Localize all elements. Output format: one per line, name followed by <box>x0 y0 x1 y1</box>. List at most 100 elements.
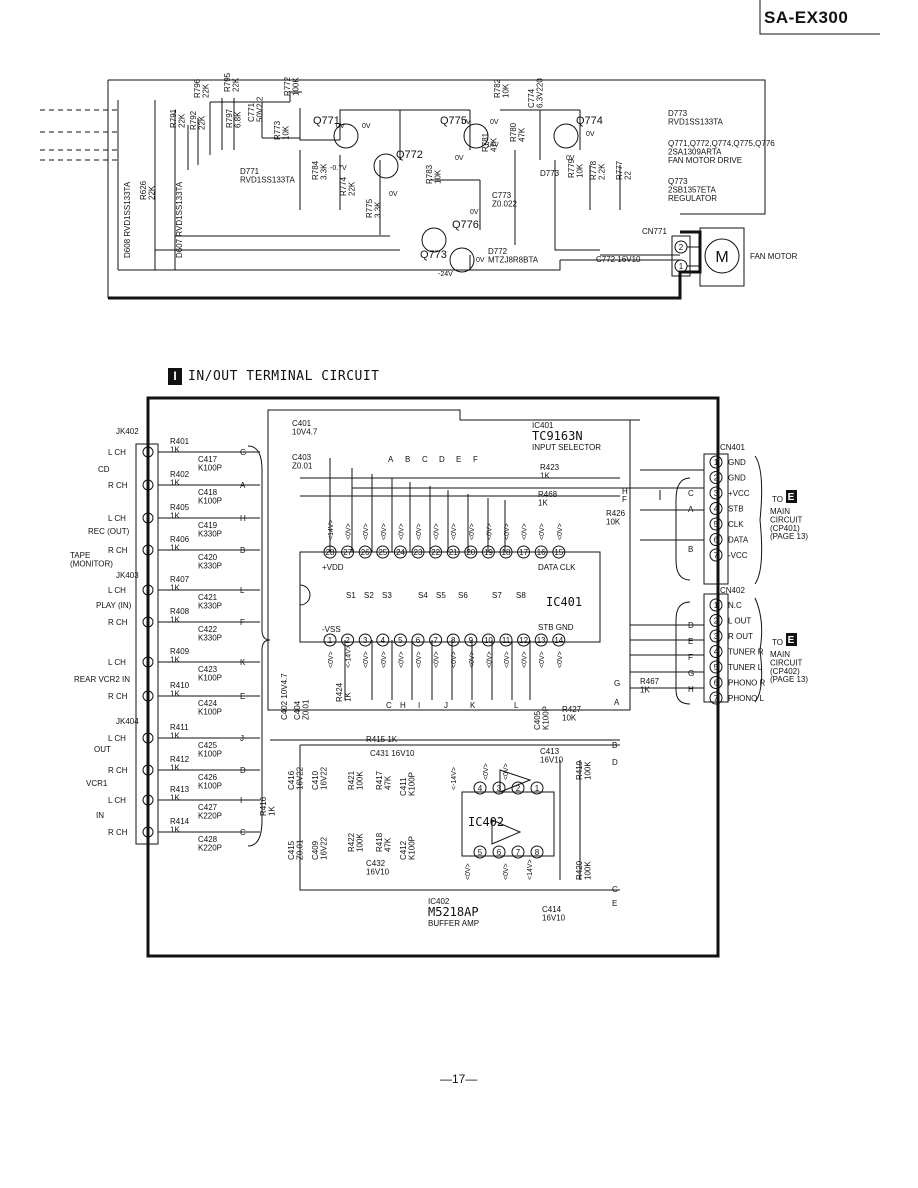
ic401-ref: IC401 <box>532 421 554 430</box>
ic401-capacitor: C402 10V4.7 <box>280 673 289 720</box>
top-frame <box>107 79 766 298</box>
top-capacitor: C77150V2.2 <box>247 96 264 122</box>
cn402-side-letter: H <box>688 685 694 694</box>
ic402-rail-label: <14V> <box>527 859 534 880</box>
ic402-capacitor: C415Z0.01 <box>287 839 304 860</box>
top-capacitor: C7746.3V220 <box>527 78 544 108</box>
ic401-rail-label: <0V> <box>522 523 529 540</box>
ic401-bottom-pin <box>376 633 390 647</box>
voltage-label: -14V <box>484 142 499 149</box>
cn401-pin-name: +VCC <box>728 489 750 498</box>
fan-motor-circuit <box>40 79 766 300</box>
ic402-pin-number: 4 <box>478 784 483 793</box>
jack-channel-label: R CH <box>108 618 128 627</box>
jack-bus-letter: C <box>240 828 246 837</box>
cn401-pin-number: 2 <box>714 474 719 483</box>
ic401-bottom-pin <box>393 633 407 647</box>
ic401-bottom-pin <box>552 633 566 647</box>
jack-bus-letter: I <box>240 796 242 805</box>
ic401-rail-label: <0V> <box>434 651 441 668</box>
ic402-bus-letter: E <box>612 899 617 908</box>
ic402-pin <box>530 781 544 795</box>
cn402-pin-number: 7 <box>714 694 719 703</box>
transistor-label: Q771 <box>313 115 340 127</box>
ic401-top-pin-number: 23 <box>414 548 423 557</box>
ic401-bottom-pin-number: 13 <box>537 636 546 645</box>
ic401-bottom-pin-number: 2 <box>345 636 350 645</box>
cn401-pin <box>709 455 723 469</box>
ic402-pin-number: 6 <box>497 848 502 857</box>
section-marker: I <box>168 368 182 385</box>
jack-terminal <box>142 826 154 838</box>
top-resistor: R79522K <box>223 72 240 92</box>
cn401-pin-name: STB <box>728 505 744 514</box>
cn401-pin <box>709 533 723 546</box>
ic401-bus-letter: F <box>473 455 478 464</box>
ic401-rail-label: <0V> <box>557 523 564 540</box>
ic402-bus-letter: C <box>612 885 618 894</box>
jack-bus-letter: D <box>240 766 246 775</box>
ic401-switch-label: S1 <box>346 591 356 600</box>
ic401-bottom-pin-number: 5 <box>398 636 403 645</box>
ic402-rail-label: <0V> <box>503 863 510 880</box>
jack-terminal <box>142 732 154 744</box>
ic401-rail-label: <0V> <box>363 523 370 540</box>
ic401-rail-label: <0V> <box>434 523 441 540</box>
ic402-pin <box>511 781 525 795</box>
voltage-label: 0V <box>476 257 485 264</box>
ic401-top-pin <box>429 545 443 559</box>
voltage-label: -0.7V <box>330 165 347 172</box>
ic401-rail-label: <0V> <box>469 523 476 540</box>
top-diode: D773 <box>540 169 560 178</box>
ic401-rail-label: <0V> <box>486 651 493 668</box>
cn401-pin-number: 1 <box>714 458 719 467</box>
cn402-pin-number: 5 <box>714 663 719 672</box>
ic402-rail-label: <-14V> <box>451 767 458 790</box>
ic401-bottom-pin <box>341 633 355 647</box>
cn402-pin-number: 6 <box>714 679 719 688</box>
top-resistor: R7843.3K <box>311 160 328 180</box>
ic401-rail-label: <0V> <box>469 651 476 668</box>
ic401-bottom-pin-number: 11 <box>502 636 511 645</box>
ic401-body <box>267 409 640 891</box>
top-diode: D608 RVD1SS133TA <box>123 181 132 258</box>
cn771-label: CN771 <box>642 227 667 236</box>
cn401-side-letter: A <box>688 505 694 514</box>
cn401-pin-number: 5 <box>714 520 719 529</box>
ic401-top-pin-number: 25 <box>378 548 387 557</box>
ic401-switch-label: S6 <box>458 591 468 600</box>
ic401-top-pin-number: 19 <box>484 548 493 557</box>
jack-group-label: PLAY (IN) <box>96 601 132 610</box>
jack-channel-label: L CH <box>108 448 126 457</box>
jack-channel-label: R CH <box>108 766 128 775</box>
top-capacitor: C772 16V10 <box>596 255 641 264</box>
ic401-bottom-pin-number: 12 <box>519 636 528 645</box>
ic401-bus-letter: C <box>422 455 428 464</box>
voltage-label: 0V <box>462 119 471 126</box>
ic401-bottom-pin <box>446 633 460 647</box>
ic401-top-pin <box>481 545 495 559</box>
ic402-pin-number: 8 <box>535 848 540 857</box>
ic402-ref: IC402 <box>428 897 450 906</box>
ic401-capacitor: C405K100P <box>533 706 550 730</box>
ic401-top-pin <box>323 545 337 559</box>
ic402-pin <box>530 845 544 859</box>
ic401-rail-label: <-14V> <box>346 645 353 668</box>
jack-terminal <box>142 544 154 556</box>
fan-motor-label: FAN MOTOR <box>750 252 798 261</box>
jack-bus-letter: G <box>240 448 246 457</box>
ic401-top-pin <box>411 545 425 559</box>
ic401-top-pin-number: 18 <box>502 548 511 557</box>
